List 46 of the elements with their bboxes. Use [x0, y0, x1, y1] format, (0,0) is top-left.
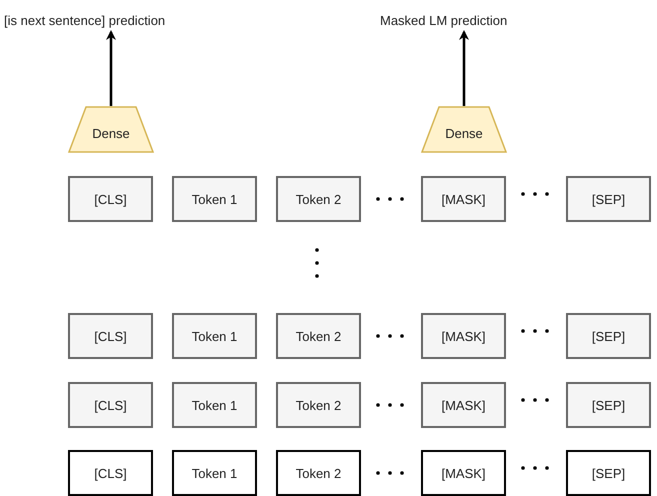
- token-label: Token 2: [296, 328, 342, 344]
- token-label: [MASK]: [441, 398, 486, 412]
- token-box: [68, 176, 153, 222]
- token-label: Token 1: [192, 192, 238, 206]
- token-box: [172, 313, 257, 359]
- token-box: [68, 313, 153, 359]
- input-token-box: [421, 450, 506, 496]
- input-token-box: [172, 450, 257, 496]
- token-label: [CLS]: [94, 398, 127, 412]
- token-box: [276, 313, 361, 359]
- token-label: [CLS]: [94, 466, 127, 480]
- token-label: [CLS]: [94, 328, 127, 344]
- token-box: [172, 176, 257, 222]
- output-label: Masked LM prediction: [380, 12, 508, 28]
- token-label: [MASK]: [441, 328, 486, 344]
- token-box: [566, 176, 651, 222]
- token-label: [SEP]: [592, 192, 626, 206]
- token-label: [SEP]: [592, 466, 626, 480]
- arrow: [459, 30, 469, 106]
- token-label: Token 1: [192, 328, 238, 344]
- token-box: [421, 382, 506, 428]
- token-box: [68, 382, 153, 428]
- arrow: [106, 30, 116, 106]
- output-label: [is next sentence] prediction: [4, 12, 166, 28]
- token-box: [172, 382, 257, 428]
- token-label: [SEP]: [592, 398, 626, 412]
- token-box: [421, 313, 506, 359]
- input-token-box: [566, 450, 651, 496]
- input-token-box: [276, 450, 361, 496]
- token-label: Token 2: [296, 192, 342, 206]
- input-token-box: [68, 450, 153, 496]
- token-label: [MASK]: [441, 466, 486, 480]
- token-label: Token 2: [296, 466, 342, 480]
- token-label: [CLS]: [94, 192, 127, 206]
- token-label: Token 2: [296, 398, 342, 412]
- token-box: [276, 176, 361, 222]
- layer-label: Dense: [445, 126, 483, 141]
- token-box: [566, 382, 651, 428]
- token-label: [SEP]: [592, 328, 626, 344]
- token-box: [421, 176, 506, 222]
- token-label: Token 1: [192, 398, 238, 412]
- token-label: [MASK]: [441, 192, 486, 206]
- token-box: [276, 382, 361, 428]
- layer-label: Dense: [92, 126, 130, 141]
- token-label: Token 1: [192, 466, 238, 480]
- token-box: [566, 313, 651, 359]
